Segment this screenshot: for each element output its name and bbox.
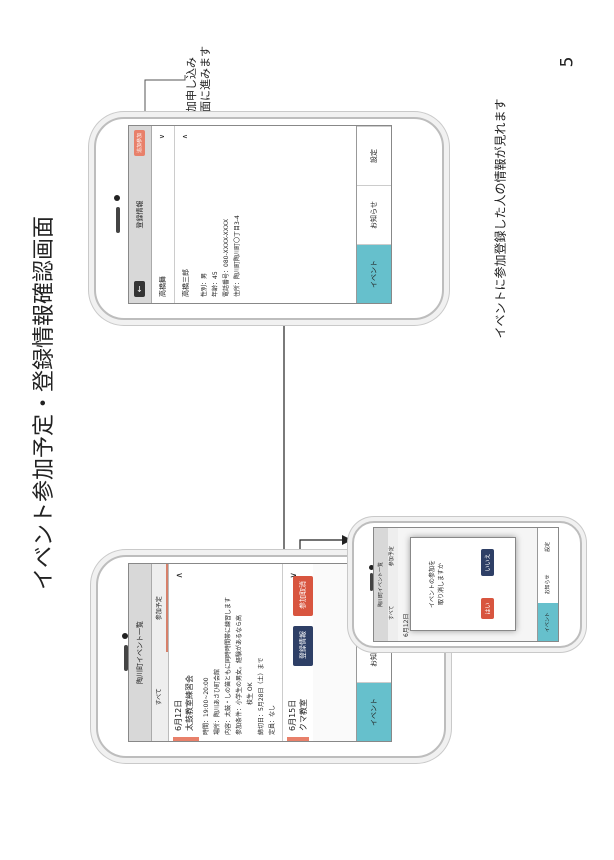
tab-all[interactable]: すべて [156, 688, 163, 706]
annotation-leader-line [144, 75, 186, 142]
event1-time: 時間：19:00~20:00 [203, 677, 210, 735]
left-title: 陶川町イベント一覧 [129, 564, 152, 741]
register-info-button[interactable]: 登録情報 [293, 626, 313, 666]
event1-deadline: 締切日：5月28日（土）まで [258, 657, 265, 735]
mid-title: 陶川町イベント一覧 [374, 528, 388, 641]
annotation-registered-info: イベントに参加登録した人の情報が見れます [493, 98, 508, 339]
phone-right-screen: ← 登録情報 追加参加 高橋舞 ∨ 高橋三郎 ∧ 性別：男 年齢：45 電話番号… [128, 125, 392, 304]
right-nav-settings[interactable]: 設定 [357, 126, 391, 185]
event1-date: 6月12日 [174, 699, 183, 731]
chevron-up-icon[interactable]: ∧ [175, 572, 185, 579]
add-participant-badge[interactable]: 追加参加 [134, 130, 145, 157]
person2-gender: 性別：男 [201, 272, 208, 297]
mid-nav-settings[interactable]: 設定 [545, 541, 551, 552]
right-nav-news[interactable]: お知らせ [357, 185, 391, 244]
person2-name: 高橋三郎 [182, 269, 190, 297]
mid-tab-planned[interactable]: 参加予定 [389, 546, 395, 567]
person2-age: 年齢：45 [212, 271, 219, 297]
event1-condition: 参加条件：小学生の男女。経験があるなら高 [236, 614, 243, 735]
right-nav-event[interactable]: イベント [357, 244, 391, 303]
person1-name: 高橋舞 [159, 276, 167, 297]
person2-phone: 電話番号：080-XXXX-XXXX [223, 218, 230, 297]
event1-place: 場所：陶川あさひ町会館 [214, 668, 221, 735]
person2-chevron-up-icon[interactable]: ∧ [181, 134, 189, 140]
person2-address: 住所：陶川町陶川町〇丁目3-4 [234, 215, 241, 297]
cancel-dialog: イベントの参加を 取り消しますか はい いいえ [410, 537, 516, 631]
dialog-line-2: 取り消しますか [438, 563, 445, 606]
cancel-participation-button[interactable]: 参加取消 [293, 576, 313, 616]
event1-content: 内容：太鼓・しの笛ともに同時時間帯に練習します [225, 596, 232, 735]
mid-nav-event[interactable]: イベント [538, 603, 558, 641]
event1-condition-2: 校生 OK [247, 682, 254, 735]
mid-tab-all[interactable]: すべて [389, 605, 395, 620]
dialog-no-button[interactable]: いいえ [481, 549, 494, 576]
phone-mid-screen: 陶川町イベント一覧 すべて 参加予定 6月12日 イベントの参加を 取り消します… [373, 527, 559, 642]
tab-planned[interactable]: 参加予定 [152, 564, 168, 653]
page-heading: イベント参加予定・登録情報確認画面 [32, 215, 57, 590]
mid-home-button[interactable] [354, 523, 372, 541]
person1-chevron-down-icon[interactable]: ∨ [158, 134, 166, 140]
nav-event[interactable]: イベント [357, 682, 391, 741]
dialog-yes-button[interactable]: はい [481, 598, 494, 619]
right-home-button[interactable] [96, 119, 120, 143]
mid-nav-news[interactable]: お知らせ [545, 574, 551, 595]
page-number: 5 [557, 56, 578, 68]
dialog-line-1: イベントの参加を [429, 560, 436, 609]
event1-name: 太鼓教室練習会 [185, 675, 194, 731]
event1-capacity: 定員：なし [269, 704, 276, 735]
phone-left-screen: 陶川町イベント一覧 すべて 参加予定 6月12日 太鼓教室練習会 ∧ 時間：19… [128, 563, 392, 742]
